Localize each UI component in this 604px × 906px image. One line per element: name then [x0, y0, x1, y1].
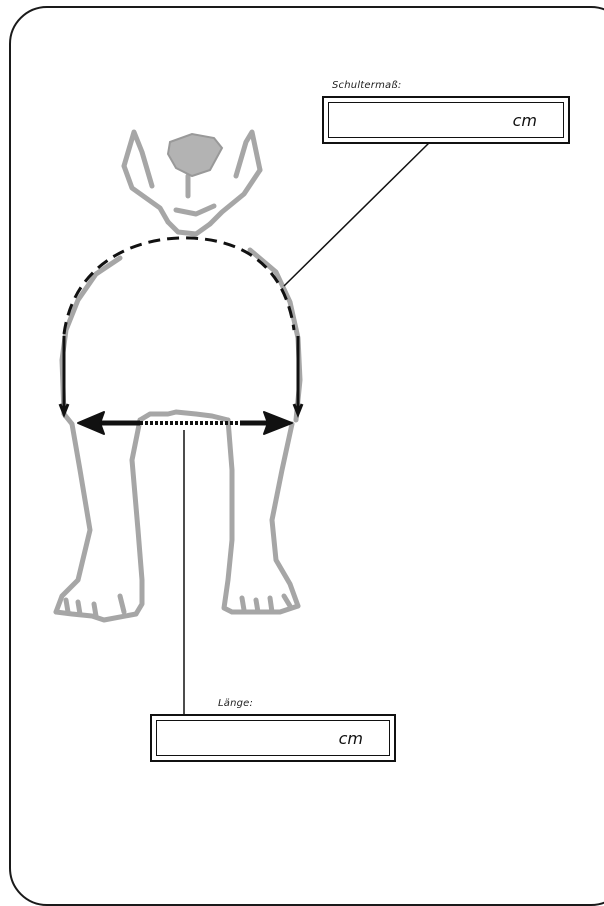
- shoulder-leader-line: [283, 139, 433, 287]
- dog-jaw: [165, 219, 213, 237]
- dog-measurement-diagram: [53, 129, 433, 716]
- width-arrow: [77, 411, 293, 435]
- dog-left-leg-inner: [129, 417, 145, 617]
- dog-right-leg-outer: [269, 421, 301, 609]
- dog-body-right: [247, 247, 303, 423]
- dog-figure: [53, 129, 303, 623]
- length-field-label: Länge:: [218, 698, 254, 709]
- dog-right-toes: [239, 593, 293, 615]
- dog-head-left: [121, 163, 171, 225]
- shoulder-field[interactable]: cm: [322, 96, 570, 144]
- shoulder-unit: cm: [512, 110, 537, 130]
- length-unit: cm: [338, 728, 363, 748]
- shoulder-measure-arc: [62, 236, 296, 335]
- dog-nose: [166, 132, 224, 178]
- dog-chin: [173, 203, 217, 217]
- dog-left-ear: [121, 129, 155, 189]
- dog-left-toes: [63, 593, 127, 619]
- dog-left-leg-outer: [53, 421, 93, 615]
- dog-belly: [137, 409, 231, 423]
- left-side-marker: [58, 336, 70, 419]
- shoulder-input[interactable]: cm: [328, 102, 564, 138]
- dog-right-leg-inner: [221, 417, 235, 615]
- dog-body-left: [59, 255, 123, 427]
- length-input[interactable]: cm: [156, 720, 390, 756]
- dog-right-ear: [233, 129, 263, 179]
- right-side-marker: [292, 336, 304, 419]
- shoulder-field-label: Schultermaß:: [332, 80, 402, 91]
- length-field[interactable]: cm: [150, 714, 396, 762]
- dog-head-right: [207, 167, 263, 227]
